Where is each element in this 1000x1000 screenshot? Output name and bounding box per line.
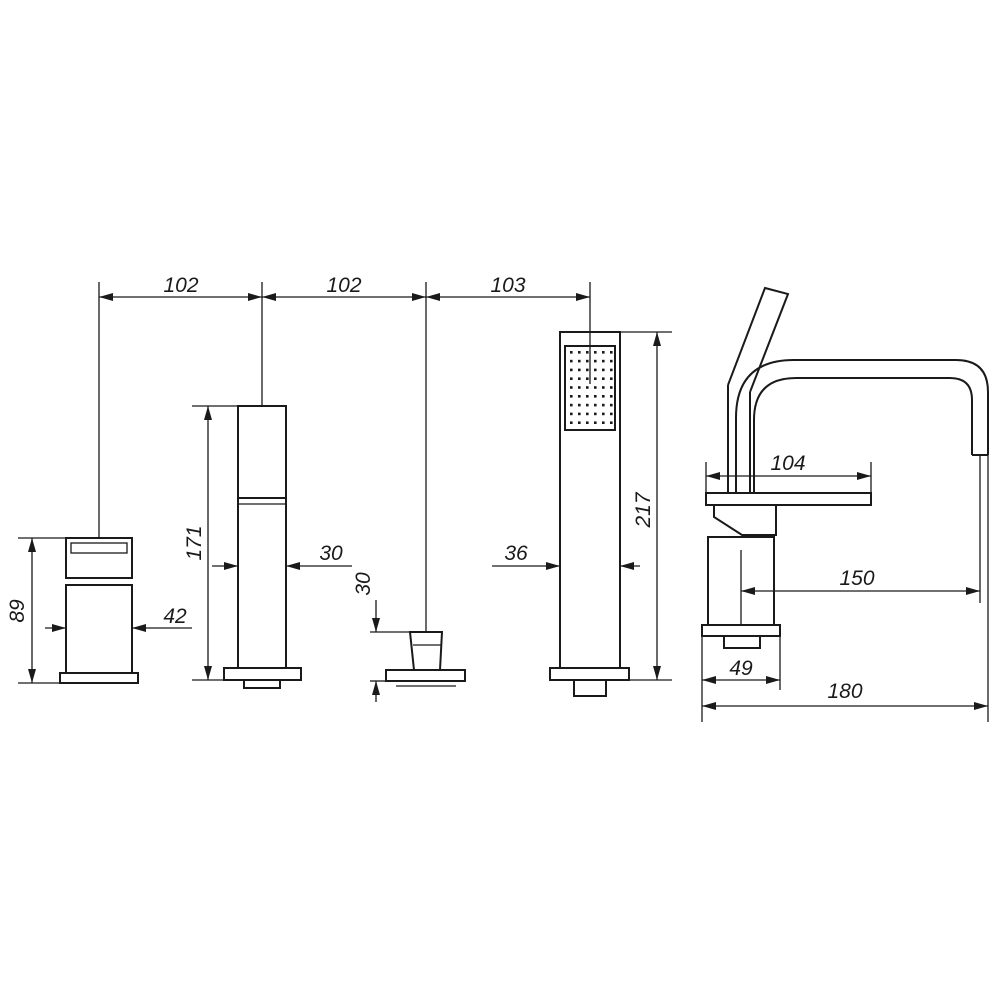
dim-label-diverter-width: 30 bbox=[319, 542, 343, 565]
nozzle-dot bbox=[570, 351, 573, 354]
nozzle-dot bbox=[594, 351, 597, 354]
dim-label-mixer-height: 89 bbox=[6, 599, 29, 623]
nozzle-dot bbox=[586, 386, 589, 389]
lever-bar bbox=[705, 492, 872, 506]
nozzle-dot bbox=[586, 359, 589, 363]
spout-pipe-outer bbox=[735, 359, 989, 493]
nozzle-dot bbox=[578, 403, 581, 407]
nozzle-dot bbox=[586, 368, 589, 372]
lever-handle bbox=[727, 286, 790, 393]
nozzle-dot bbox=[602, 421, 605, 424]
dim-label-spout-total: 180 bbox=[827, 680, 862, 703]
nozzle-dot bbox=[578, 359, 581, 363]
nozzle-dot bbox=[610, 403, 613, 407]
diverter-body bbox=[237, 405, 287, 669]
spout-base-plate bbox=[701, 624, 781, 637]
nozzle-dot bbox=[586, 377, 589, 380]
spout-assembly bbox=[701, 286, 989, 649]
nozzle-dot bbox=[602, 368, 605, 372]
dim-label-shower-width: 36 bbox=[504, 542, 528, 565]
nozzle-dot bbox=[602, 377, 605, 380]
nozzle-dot bbox=[586, 351, 589, 354]
nozzle-dot bbox=[610, 359, 613, 363]
valve-knob-body bbox=[408, 631, 444, 671]
nozzle-dot bbox=[610, 395, 613, 398]
nozzle-dot bbox=[586, 403, 589, 407]
nozzle-dot bbox=[594, 368, 597, 372]
dim-label-spout-reach: 150 bbox=[839, 567, 874, 590]
shower-nozzle-grid bbox=[570, 351, 613, 424]
dim-label-mixer-width: 42 bbox=[163, 605, 187, 628]
nozzle-dot bbox=[594, 359, 597, 363]
nozzle-dot bbox=[602, 412, 605, 416]
nozzle-dot bbox=[578, 395, 581, 398]
nozzle-dot bbox=[594, 377, 597, 380]
nozzle-dot bbox=[610, 412, 613, 416]
diverter-column bbox=[223, 405, 302, 689]
diverter-connector bbox=[243, 679, 281, 689]
valve-base-plate bbox=[385, 669, 466, 682]
nozzle-dot bbox=[578, 412, 581, 416]
nozzle-dot bbox=[602, 395, 605, 398]
shower-connector bbox=[573, 679, 607, 697]
nozzle-dot bbox=[602, 351, 605, 354]
nozzle-dot bbox=[594, 412, 597, 416]
nozzle-dot bbox=[594, 386, 597, 389]
lever-hub bbox=[713, 505, 777, 536]
nozzle-dot bbox=[602, 359, 605, 363]
mixer-body bbox=[59, 537, 139, 684]
dim-label-shower-height: 217 bbox=[632, 491, 655, 528]
nozzle-dot bbox=[594, 395, 597, 398]
valve-knob bbox=[385, 631, 466, 687]
nozzle-dot bbox=[578, 368, 581, 372]
dimension-lines bbox=[28, 293, 988, 710]
nozzle-dot bbox=[578, 386, 581, 389]
nozzle-dot bbox=[594, 421, 597, 424]
nozzle-dot bbox=[570, 368, 573, 372]
nozzle-dot bbox=[586, 421, 589, 424]
nozzle-dot bbox=[570, 395, 573, 398]
nozzle-dot bbox=[570, 377, 573, 380]
nozzle-dot bbox=[578, 351, 581, 354]
mixer-lower-body bbox=[65, 584, 133, 674]
nozzle-dot bbox=[570, 403, 573, 407]
dim-label-diverter-height: 171 bbox=[183, 525, 206, 560]
spout-pipe-inner bbox=[753, 377, 973, 493]
shower-base-plate bbox=[549, 667, 630, 681]
diverter-base-plate bbox=[223, 667, 302, 681]
nozzle-dot bbox=[586, 395, 589, 398]
nozzle-dot bbox=[610, 351, 613, 354]
nozzle-dot bbox=[586, 412, 589, 416]
dim-label-base-width: 49 bbox=[729, 657, 753, 680]
mixer-base-plate bbox=[59, 672, 139, 684]
nozzle-dot bbox=[570, 412, 573, 416]
nozzle-dot bbox=[610, 368, 613, 372]
nozzle-dot bbox=[570, 421, 573, 424]
dim-label-spacing-3: 103 bbox=[490, 274, 525, 297]
mixer-top bbox=[65, 537, 133, 579]
nozzle-dot bbox=[602, 386, 605, 389]
nozzle-dot bbox=[602, 403, 605, 407]
nozzle-dot bbox=[570, 359, 573, 363]
extension-lines bbox=[18, 282, 989, 722]
dim-label-lever-length: 104 bbox=[770, 452, 805, 475]
dimension-labels: 102 102 103 89 42 171 30 30 36 217 104 1… bbox=[6, 274, 875, 703]
nozzle-dot bbox=[578, 377, 581, 380]
nozzle-dot bbox=[594, 403, 597, 407]
dim-label-valve-height: 30 bbox=[352, 572, 375, 596]
nozzle-dot bbox=[610, 377, 613, 380]
mixer-top-groove bbox=[70, 542, 128, 554]
nozzle-dot bbox=[610, 421, 613, 424]
hand-shower bbox=[549, 331, 630, 697]
spout-connector bbox=[723, 635, 761, 649]
nozzle-dot bbox=[610, 386, 613, 389]
dim-label-spacing-1: 102 bbox=[163, 274, 198, 297]
dim-label-spacing-2: 102 bbox=[326, 274, 361, 297]
nozzle-dot bbox=[570, 386, 573, 389]
nozzle-dot bbox=[578, 421, 581, 424]
